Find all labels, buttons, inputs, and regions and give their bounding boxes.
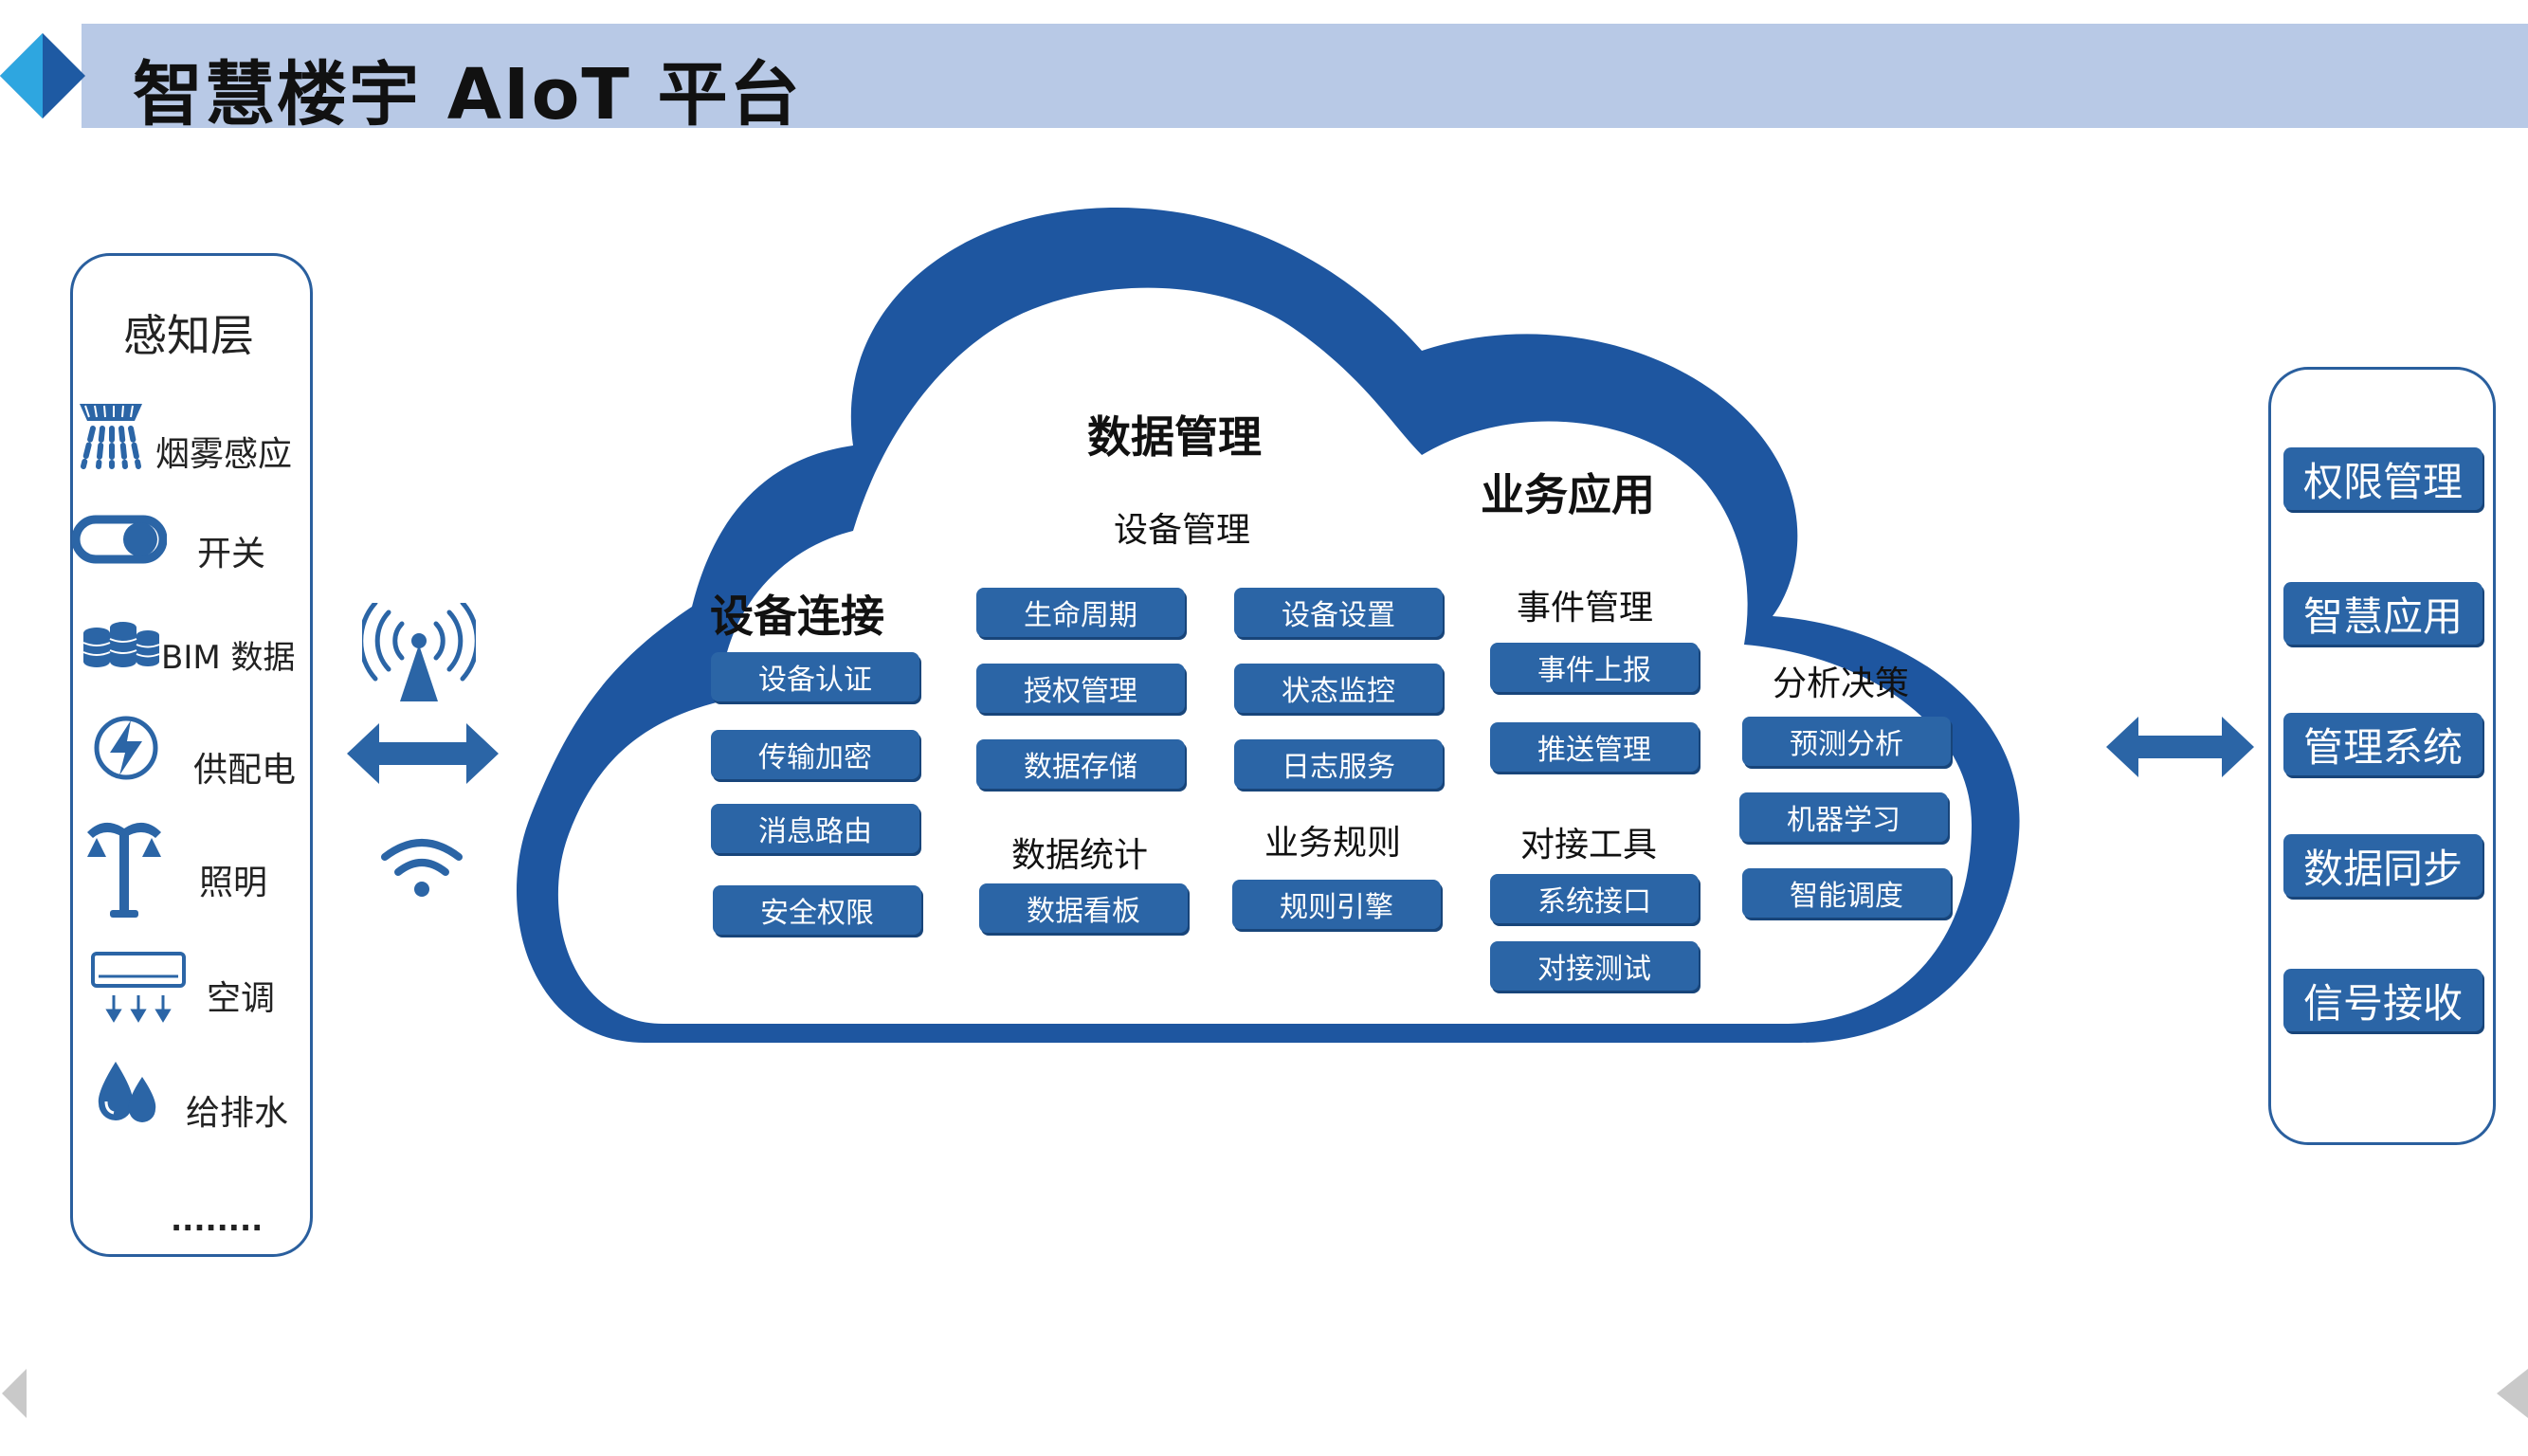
- chip-event-report: 事件上报: [1490, 643, 1699, 692]
- perception-title: 感知层: [123, 310, 254, 361]
- chip-device-auth: 设备认证: [711, 652, 919, 701]
- business-rules-title: 业务规则: [1264, 824, 1402, 863]
- chip-permission-management: 权限管理: [2283, 447, 2483, 510]
- device-connect-title: 设备连接: [710, 591, 884, 642]
- chip-log-service: 日志服务: [1234, 739, 1443, 789]
- chip-system-interface: 系统接口: [1490, 874, 1699, 923]
- chip-signal-reception: 信号接收: [2283, 969, 2483, 1031]
- perception-item-lighting: 照明: [199, 864, 268, 902]
- water-drop-icon: [98, 1062, 156, 1122]
- chip-device-settings: 设备设置: [1234, 588, 1443, 637]
- next-slide-icon[interactable]: [2493, 1365, 2528, 1422]
- toggle-switch-icon: [72, 515, 167, 564]
- chip-management-system: 管理系统: [2283, 713, 2483, 775]
- database-icon: [82, 622, 160, 667]
- right-double-arrow-icon: [2106, 717, 2254, 777]
- integration-tools-title: 对接工具: [1520, 826, 1658, 864]
- chip-rule-engine: 规则引擎: [1232, 880, 1441, 929]
- chip-data-sync: 数据同步: [2283, 834, 2483, 897]
- chip-smart-scheduling: 智能调度: [1742, 868, 1951, 918]
- street-lamp-icon: [87, 822, 161, 918]
- diamond-logo-icon: [0, 33, 85, 118]
- perception-item-water: 给排水: [186, 1094, 289, 1133]
- perception-item-switch: 开关: [197, 535, 266, 573]
- perception-more: ........: [171, 1202, 264, 1238]
- smoke-sensor-icon: [80, 404, 142, 469]
- perception-item-bim: BIM 数据: [161, 639, 296, 677]
- chip-authorization: 授权管理: [976, 664, 1185, 713]
- air-conditioner-icon: [91, 952, 186, 1023]
- chip-status-monitor: 状态监控: [1234, 664, 1443, 713]
- analysis-decision-title: 分析决策: [1773, 664, 1910, 703]
- wifi-icon: [381, 839, 463, 897]
- chip-data-dashboard: 数据看板: [979, 883, 1188, 933]
- chip-integration-test: 对接测试: [1490, 941, 1699, 991]
- chip-transfer-encrypt: 传输加密: [711, 730, 919, 779]
- chip-push-management: 推送管理: [1490, 722, 1699, 772]
- business-app-title: 业务应用: [1481, 469, 1655, 520]
- device-management-title: 设备管理: [1114, 511, 1251, 550]
- perception-item-power: 供配电: [193, 751, 297, 790]
- perception-item-ac: 空调: [207, 979, 276, 1018]
- event-management-title: 事件管理: [1517, 589, 1654, 628]
- page-title: 智慧楼宇 AIoT 平台: [133, 54, 802, 136]
- lightning-icon: [94, 716, 158, 780]
- chip-predictive-analysis: 预测分析: [1742, 717, 1951, 766]
- title-bar: [82, 24, 2528, 128]
- chip-message-routing: 消息路由: [711, 804, 919, 853]
- data-stats-title: 数据统计: [1011, 836, 1149, 875]
- chip-smart-applications: 智慧应用: [2283, 582, 2483, 645]
- left-double-arrow-icon: [347, 723, 499, 784]
- chip-machine-learning: 机器学习: [1739, 792, 1948, 842]
- chip-data-storage: 数据存储: [976, 739, 1185, 789]
- antenna-signal-icon: [362, 603, 476, 701]
- data-management-title: 数据管理: [1087, 411, 1262, 463]
- chip-security-permission: 安全权限: [713, 885, 921, 935]
- prev-slide-icon[interactable]: [0, 1365, 27, 1422]
- chip-lifecycle: 生命周期: [976, 588, 1185, 637]
- perception-item-smoke: 烟雾感应: [155, 435, 293, 474]
